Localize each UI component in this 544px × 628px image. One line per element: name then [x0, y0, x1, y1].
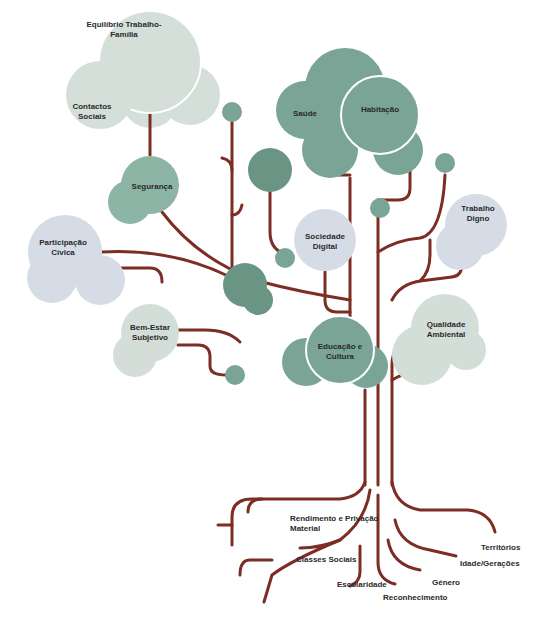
topic-label: Trabalho Digno — [456, 204, 500, 223]
topic-label: Saúde — [280, 109, 330, 119]
circle-fill — [28, 215, 102, 289]
branch — [222, 158, 232, 170]
topic-label: Contactos Sociais — [69, 102, 115, 121]
topic-label: Bem-Estar Subjetivo — [125, 323, 175, 342]
topic-label: Participação Cívica — [32, 238, 94, 257]
branch — [270, 192, 290, 255]
topic-label: Equilíbrio Trabalho-Família — [84, 20, 164, 39]
topic-text: Bem-Estar Subjetivo — [125, 323, 175, 342]
circle-fill — [341, 76, 419, 154]
branches — [102, 122, 495, 602]
topic-circle: Habitação — [340, 75, 420, 155]
branch — [178, 345, 226, 375]
foliage-dot — [435, 153, 455, 173]
foliage — [27, 48, 486, 388]
foliage-dot — [275, 248, 295, 268]
topic-text: Qualidade Ambiental — [419, 320, 473, 339]
foliage-dot — [225, 365, 245, 385]
topic-circle: Participação Cívica — [27, 214, 103, 290]
topic-label: Sociedade Digital — [300, 232, 350, 251]
foliage-dot — [243, 285, 273, 315]
topic-circle: Qualidade Ambiental — [410, 293, 480, 363]
root-label: Territórios — [481, 543, 541, 553]
topic-text: Educação e Cultura — [315, 342, 365, 361]
root — [300, 540, 340, 548]
root-label: Classes Sociais — [296, 555, 376, 565]
topic-text: Participação Cívica — [32, 238, 94, 257]
root — [392, 482, 495, 532]
topic-label: Segurança — [124, 182, 180, 192]
root-label: Reconhecimento — [383, 593, 463, 603]
topic-circle: Trabalho Digno — [444, 193, 508, 257]
trunk-stem — [364, 390, 367, 485]
root-label: Rendimento e Privação Material — [290, 514, 382, 533]
topic-text: Habitação — [350, 105, 410, 115]
branch — [231, 122, 234, 272]
topic-label: Qualidade Ambiental — [419, 320, 473, 339]
circle-fill — [66, 61, 134, 129]
topic-text: Equilíbrio Trabalho-Família — [84, 20, 164, 39]
branch — [420, 240, 430, 281]
topic-circle: Contactos Sociais — [65, 60, 135, 130]
topic-text: Sociedade Digital — [300, 232, 350, 251]
topic-text: Contactos Sociais — [69, 102, 115, 121]
topic-text: Trabalho Digno — [456, 204, 500, 223]
root-label: Idade/Gerações — [460, 559, 540, 569]
topic-label: Educação e Cultura — [315, 342, 365, 361]
branch — [232, 205, 242, 215]
circle-fill — [411, 294, 479, 362]
circle-fill — [276, 81, 334, 139]
foliage-dot — [248, 148, 292, 192]
topic-circle: Saúde — [275, 80, 335, 140]
branch — [178, 330, 240, 342]
root — [378, 495, 395, 584]
topic-text: Saúde — [280, 109, 330, 119]
branch-connector — [149, 114, 152, 155]
circle-fill — [294, 209, 356, 271]
circle-fill — [121, 156, 179, 214]
root — [248, 499, 262, 512]
foliage-dot — [370, 198, 390, 218]
root-label: Género — [432, 578, 482, 588]
root — [388, 540, 420, 570]
branch — [325, 272, 350, 312]
circle-fill — [121, 304, 179, 362]
topic-text: Segurança — [124, 182, 180, 192]
foliage-dot — [222, 102, 242, 122]
root — [395, 520, 456, 556]
topic-circle: Segurança — [120, 155, 180, 215]
topic-circle: Bem-Estar Subjetivo — [120, 303, 180, 363]
topic-circle: Sociedade Digital — [293, 208, 357, 272]
topic-circle: Educação e Cultura — [305, 315, 375, 385]
circle-shape — [444, 193, 508, 257]
root — [218, 524, 232, 527]
circle-fill — [306, 316, 374, 384]
topic-label: Habitação — [350, 105, 410, 115]
circle-shape — [340, 75, 420, 155]
root-label: Escolaridade — [337, 580, 407, 590]
root — [240, 560, 272, 575]
circle-fill — [445, 194, 507, 256]
trunk-stem — [377, 200, 380, 485]
